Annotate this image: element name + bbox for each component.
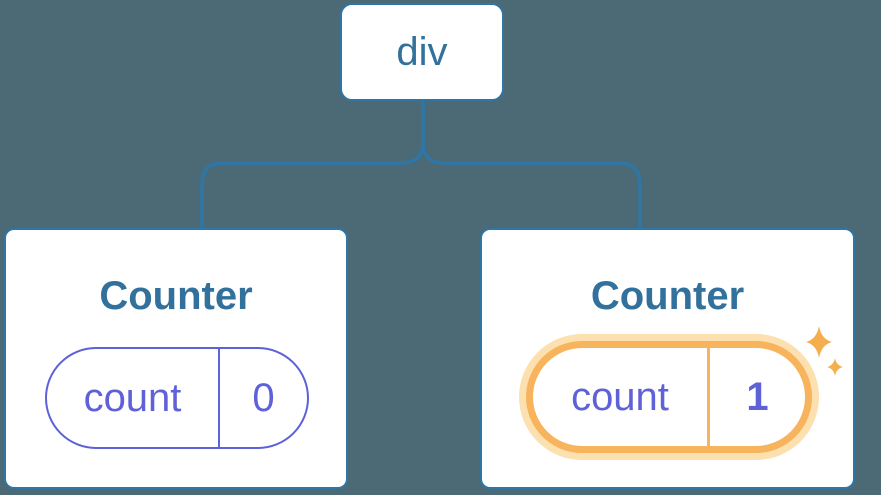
counter-card-left-title: Counter	[99, 274, 253, 318]
counter-card-right: Counter count 1	[480, 228, 855, 489]
root-node-div: div	[340, 3, 504, 101]
state-key-label: count	[571, 374, 669, 419]
counter-card-left: Counter count 0	[4, 228, 348, 489]
state-key-cell: count	[47, 349, 220, 447]
state-pill-left: count 0	[45, 347, 309, 449]
sparkle-small-icon	[827, 358, 843, 376]
connector-left-branch	[200, 100, 425, 229]
sparkle-icon	[806, 326, 843, 376]
state-value-label: 1	[746, 374, 769, 419]
root-node-label: div	[396, 29, 448, 74]
state-key-cell: count	[533, 348, 710, 446]
connector-right-branch	[421, 100, 642, 229]
state-value-label: 0	[252, 375, 275, 420]
sparkle-large-icon	[806, 326, 832, 358]
state-key-label: count	[83, 375, 182, 420]
state-value-cell: 1	[710, 348, 805, 446]
state-value-cell: 0	[220, 349, 307, 447]
counter-card-right-title: Counter	[590, 274, 745, 318]
state-pill-right-highlighted: count 1	[526, 341, 812, 453]
